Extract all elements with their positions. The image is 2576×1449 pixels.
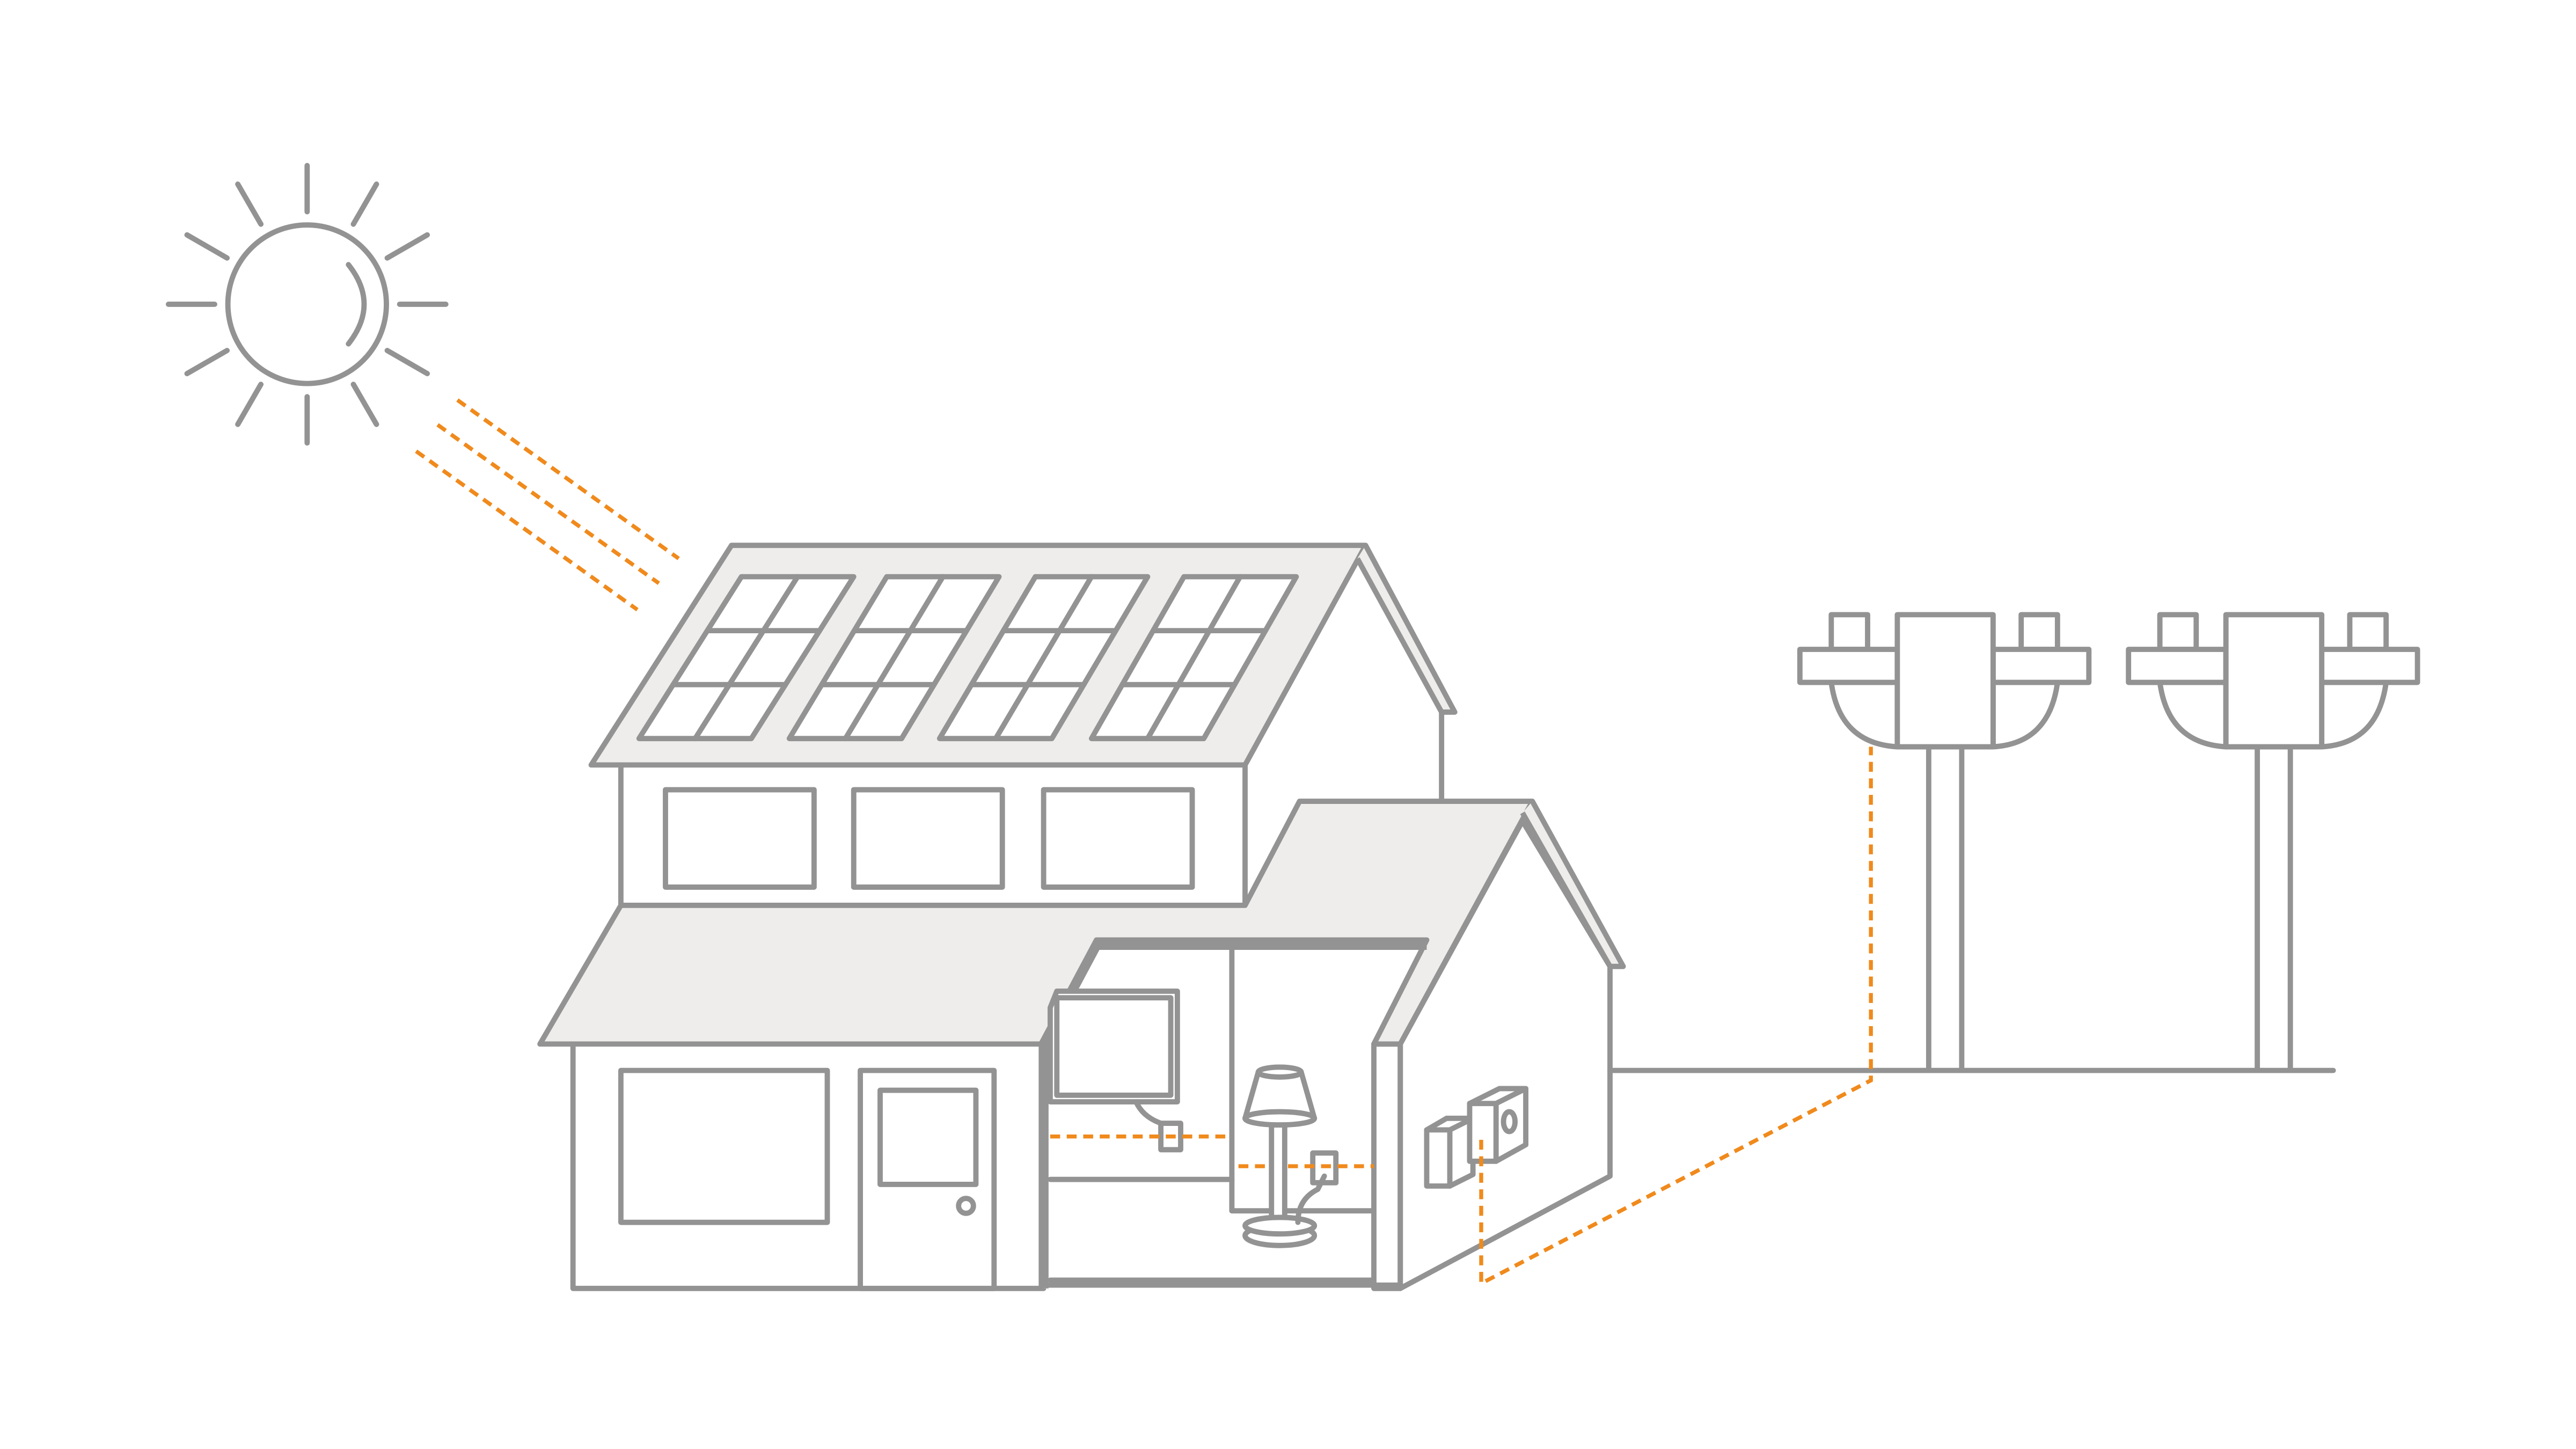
solar-panel [1088, 574, 1299, 742]
sun-ray [184, 232, 230, 261]
sun-ray [235, 181, 264, 227]
door-knob [956, 1196, 976, 1216]
solar-panel-grid-line [993, 574, 1094, 742]
sun-ray [384, 348, 430, 377]
pole-crossarm [2319, 647, 2420, 685]
pole-insulator [1828, 612, 1870, 652]
pole-bracket [1990, 679, 2060, 750]
utility-poles [1797, 612, 2420, 1073]
pole-insulator [2347, 612, 2389, 652]
sun-highlight-arc [346, 262, 367, 347]
tv-screen [1054, 995, 1174, 1098]
side-wall [1397, 818, 2336, 1291]
solar-panel [636, 574, 857, 742]
pole-crossarm [2126, 647, 2229, 685]
sun-beams [415, 398, 680, 612]
window [618, 1067, 830, 1225]
solar-panel-grid-line [1145, 574, 1243, 742]
grid-connection-line [1479, 747, 1873, 1287]
pole-bracket [1828, 679, 1900, 750]
window [663, 787, 817, 890]
solar-panel [786, 574, 1002, 742]
lamp-pole [1269, 1122, 1287, 1230]
pole-bracket [2319, 679, 2389, 750]
upper-floor [618, 762, 1248, 908]
sun-beam [436, 423, 660, 585]
lamp-cord [1295, 1173, 1327, 1225]
electric-meter-icon [1424, 1086, 1529, 1189]
sun-disc [225, 222, 389, 386]
upper-roof-gable [1355, 544, 1458, 715]
lamp-shade-top [1255, 1064, 1304, 1080]
solar-panels [636, 574, 1299, 742]
window [1041, 787, 1195, 890]
pole-transformer [2223, 612, 2325, 750]
sun-ray [350, 181, 379, 227]
utility-pole-icon [2126, 612, 2420, 1073]
solar-panel-grid-line [692, 574, 801, 742]
pole-post [1926, 744, 1965, 1073]
sun-ray [235, 382, 264, 427]
pole-insulator [2018, 612, 2060, 652]
lamp-icon [1242, 1064, 1327, 1248]
pole-bracket [2157, 679, 2229, 750]
sun-icon [165, 163, 449, 446]
pole-crossarm [1797, 647, 1900, 685]
window [851, 787, 1005, 890]
pole-crossarm [1990, 647, 2092, 685]
pole-post [2255, 744, 2293, 1073]
sun-ray [184, 348, 230, 377]
solar-panel [936, 574, 1151, 742]
sun-ray [384, 232, 430, 261]
sun-beam [456, 398, 680, 560]
sun-beam [415, 449, 639, 612]
lamp-base-top [1242, 1214, 1318, 1237]
solar-panel-grid-line [843, 574, 946, 742]
pole-insulator [2157, 612, 2199, 652]
cutaway-room [1038, 940, 1427, 1291]
tv-cord [1133, 1099, 1164, 1126]
room-side-wall [1371, 1041, 1403, 1291]
meter-edge [1493, 1086, 1529, 1107]
front-wall [570, 1041, 1046, 1291]
pole-transformer [1894, 612, 1996, 750]
sun-ray [350, 382, 379, 427]
door-window [877, 1087, 979, 1187]
utility-pole-icon [1797, 612, 2092, 1073]
tv-icon [1048, 989, 1180, 1105]
meter-dial [1501, 1109, 1518, 1135]
